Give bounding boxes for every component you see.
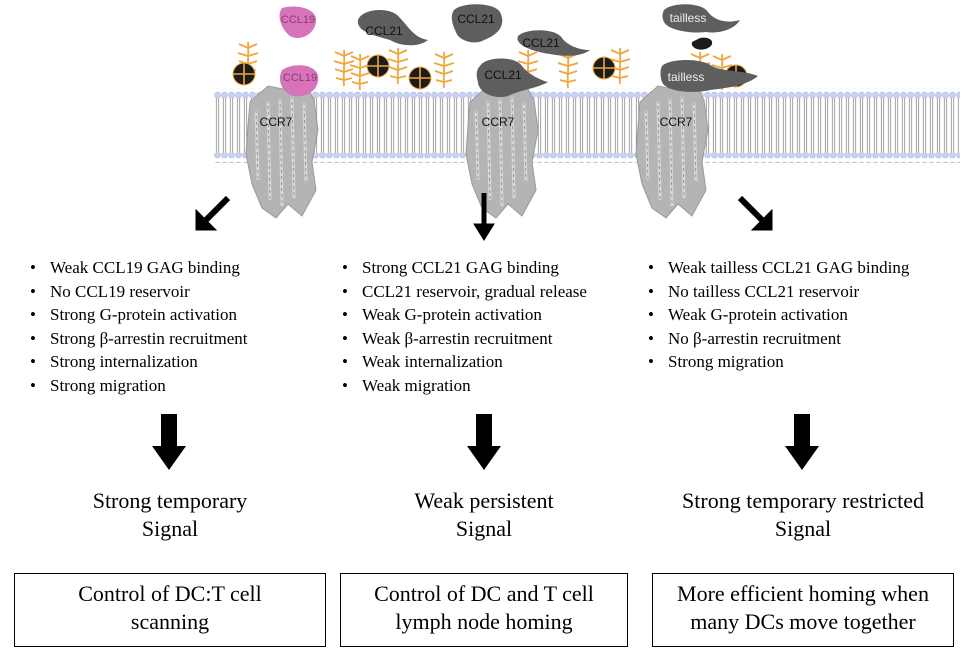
ccl21-c: CCL21	[517, 30, 590, 56]
signal-label-ccl19: Strong temporary Signal	[40, 487, 300, 543]
ccl21-b: CCL21	[451, 4, 503, 43]
ccl21-a: CCL21	[357, 9, 428, 46]
bullet-item: Weak migration	[338, 374, 587, 398]
bullet-item: No CCL19 reservoir	[26, 280, 247, 304]
signal-line: Signal	[455, 516, 513, 541]
big-arrows	[152, 414, 819, 470]
big-arrow-right	[785, 414, 819, 470]
bullet-list-ccl19: Weak CCL19 GAG binding No CCL19 reservoi…	[26, 256, 247, 397]
ccr7-label-middle: CCR7	[482, 115, 515, 129]
bullet-item: Weak G-protein activation	[644, 303, 909, 327]
outcome-line: Control of DC and T cell	[374, 581, 594, 606]
ccl19-free-label: CCL19	[281, 14, 315, 26]
signal-line: Signal	[774, 516, 832, 541]
ccr7-receptor-left	[244, 80, 320, 220]
cell-membrane	[214, 88, 960, 163]
outcome-box-tailless: More efficient homing when many DCs move…	[652, 573, 954, 647]
bullet-item: Strong migration	[26, 374, 247, 398]
ccl19-free: CCL19	[279, 6, 316, 39]
bullet-item: Weak CCL19 GAG binding	[26, 256, 247, 280]
small-arrows	[195, 193, 773, 241]
ccl21-b-label: CCL21	[457, 12, 495, 26]
big-arrow-middle	[467, 414, 501, 470]
outcome-box-ccl19: Control of DC:T cell scanning	[14, 573, 326, 647]
bullet-list-ccl21: Strong CCL21 GAG binding CCL21 reservoir…	[338, 256, 587, 397]
outcome-line: lymph node homing	[395, 609, 573, 634]
tailless-ccl21-bound: tailless	[660, 60, 758, 92]
bullet-item: Weak G-protein activation	[338, 303, 587, 327]
bullet-item: Weak β-arrestin recruitment	[338, 327, 587, 351]
outcome-line: many DCs move together	[690, 609, 916, 634]
tailless-ccl21-free: tailless	[662, 4, 740, 33]
signal-label-tailless: Strong temporary restricted Signal	[650, 487, 956, 543]
signal-line: Weak persistent	[414, 488, 554, 513]
big-arrow-left	[152, 414, 186, 470]
bullet-item: Weak internalization	[338, 350, 587, 374]
bullet-list-tailless: Weak tailless CCL21 GAG binding No taill…	[644, 256, 909, 374]
outcome-box-ccl21: Control of DC and T cell lymph node homi…	[340, 573, 628, 647]
signal-label-ccl21: Weak persistent Signal	[354, 487, 614, 543]
ccl21-bound-label: CCL21	[484, 68, 522, 82]
signal-line: Strong temporary	[92, 488, 248, 513]
arrow-down-right	[737, 195, 773, 231]
bullet-item: Strong internalization	[26, 350, 247, 374]
ccr7-label-right: CCR7	[660, 115, 693, 129]
ccl21-a-label: CCL21	[365, 24, 403, 38]
ccl19-bound: CCL19	[279, 65, 319, 97]
bullet-item: Strong migration	[644, 350, 909, 374]
outcome-line: More efficient homing when	[677, 581, 929, 606]
bullet-item: CCL21 reservoir, gradual release	[338, 280, 587, 304]
ccr7-receptor-middle	[464, 80, 540, 220]
tailless-bound-label: tailless	[668, 70, 705, 84]
outcome-line: Control of DC:T cell	[78, 581, 262, 606]
bullet-item: Strong G-protein activation	[26, 303, 247, 327]
bullet-item: Weak tailless CCL21 GAG binding	[644, 256, 909, 280]
arrow-down-middle	[473, 193, 495, 241]
arrow-down-left	[195, 195, 231, 231]
bullet-item: Strong CCL21 GAG binding	[338, 256, 587, 280]
ccr7-label-left: CCR7	[260, 115, 293, 129]
signal-line: Signal	[141, 516, 199, 541]
ccl21-c-label: CCL21	[522, 36, 560, 50]
tailless-free-label: tailless	[670, 11, 707, 25]
ccl19-bound-label: CCL19	[283, 72, 317, 84]
bullet-item: No tailless CCL21 reservoir	[644, 280, 909, 304]
ccl21-bound: CCL21	[476, 58, 548, 98]
outcome-line: scanning	[130, 609, 210, 634]
bullet-item: No β-arrestin recruitment	[644, 327, 909, 351]
bullet-item: Strong β-arrestin recruitment	[26, 327, 247, 351]
gag-bound-chemokines	[232, 37, 748, 90]
ccr7-receptor-right	[634, 80, 710, 220]
signal-line: Strong temporary restricted	[682, 488, 924, 513]
